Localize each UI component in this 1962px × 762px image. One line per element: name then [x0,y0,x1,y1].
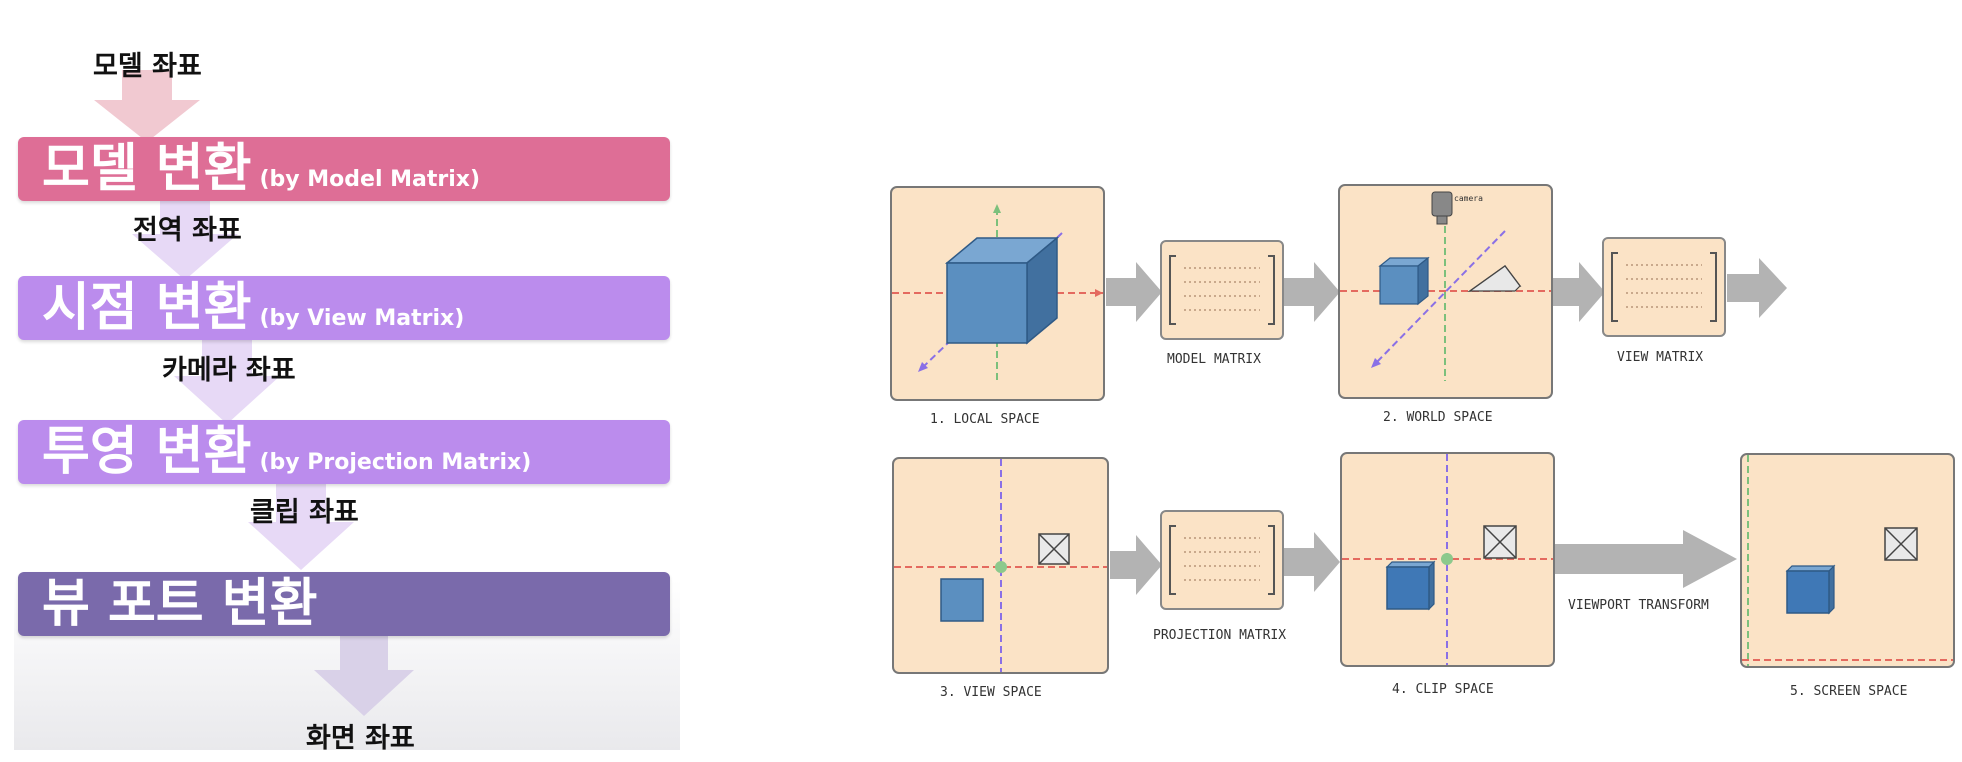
down-arrow-2 [132,198,238,280]
viewport-transform-arrow [1555,530,1737,588]
stage-subtitle-projection: (by Projection Matrix) [259,450,532,475]
projection-matrix-brackets [1169,525,1275,595]
local-space-caption: 1. LOCAL SPACE [930,412,1040,427]
down-arrow-1 [94,70,200,142]
clip-space-panel [1340,452,1555,667]
view-matrix-panel [1602,237,1726,337]
local-space-illustration [892,204,1103,383]
coord-label-clip: 클립 좌표 [250,497,359,528]
screen-space-panel [1740,453,1955,668]
flow-arrow-model-to-world [1284,262,1340,322]
stage-title-model: 모델 변환 [42,139,252,199]
flow-arrow-projection-to-clip [1284,532,1340,592]
flow-arrow-local-to-model [1106,262,1162,322]
screen-space-illustration [1742,455,1953,666]
view-space-caption: 3. VIEW SPACE [940,685,1042,700]
view-space-illustration [894,459,1107,672]
view-matrix-brackets [1611,252,1717,322]
stage-band-model: 모델 변환 (by Model Matrix) [18,137,670,201]
model-matrix-brackets [1169,255,1275,325]
view-space-panel [892,457,1109,674]
coord-label-camera: 카메라 좌표 [162,355,296,386]
coord-label-screen: 화면 좌표 [306,723,415,754]
local-space-panel [890,186,1105,401]
clip-space-illustration [1342,454,1553,665]
down-arrow-5 [314,630,414,716]
stage-title-view: 시점 변환 [42,278,252,338]
stage-band-viewport: 뷰 포트 변환 [18,572,670,636]
coord-label-model: 모델 좌표 [93,51,202,82]
flow-arrow-world-to-view [1553,262,1605,322]
screen-space-caption: 5. SCREEN SPACE [1790,684,1908,699]
world-space-illustration [1340,191,1551,381]
stage-title-viewport: 뷰 포트 변환 [42,574,318,634]
model-matrix-caption: MODEL MATRIX [1167,352,1261,367]
projection-matrix-panel [1160,510,1284,610]
flow-arrow-view-out [1727,258,1787,318]
viewport-transform-label: VIEWPORT TRANSFORM [1568,598,1709,613]
projection-matrix-caption: PROJECTION MATRIX [1153,628,1287,643]
down-arrow-3 [174,338,280,424]
stage-subtitle-model: (by Model Matrix) [259,167,481,192]
coord-label-world: 전역 좌표 [133,215,242,246]
down-arrow-4 [248,482,354,570]
clip-space-caption: 4. CLIP SPACE [1392,682,1494,697]
world-space-caption: 2. WORLD SPACE [1383,410,1493,425]
stage-band-projection: 투영 변환 (by Projection Matrix) [18,420,670,484]
stage-band-view: 시점 변환 (by View Matrix) [18,276,670,340]
view-matrix-caption: VIEW MATRIX [1617,350,1704,365]
flow-arrow-view-to-projection [1110,535,1162,595]
world-space-panel: camera [1338,184,1553,399]
model-matrix-panel [1160,240,1284,340]
stage-title-projection: 투영 변환 [42,422,252,482]
camera-label: camera [1454,194,1483,203]
stage-subtitle-view: (by View Matrix) [259,306,465,331]
